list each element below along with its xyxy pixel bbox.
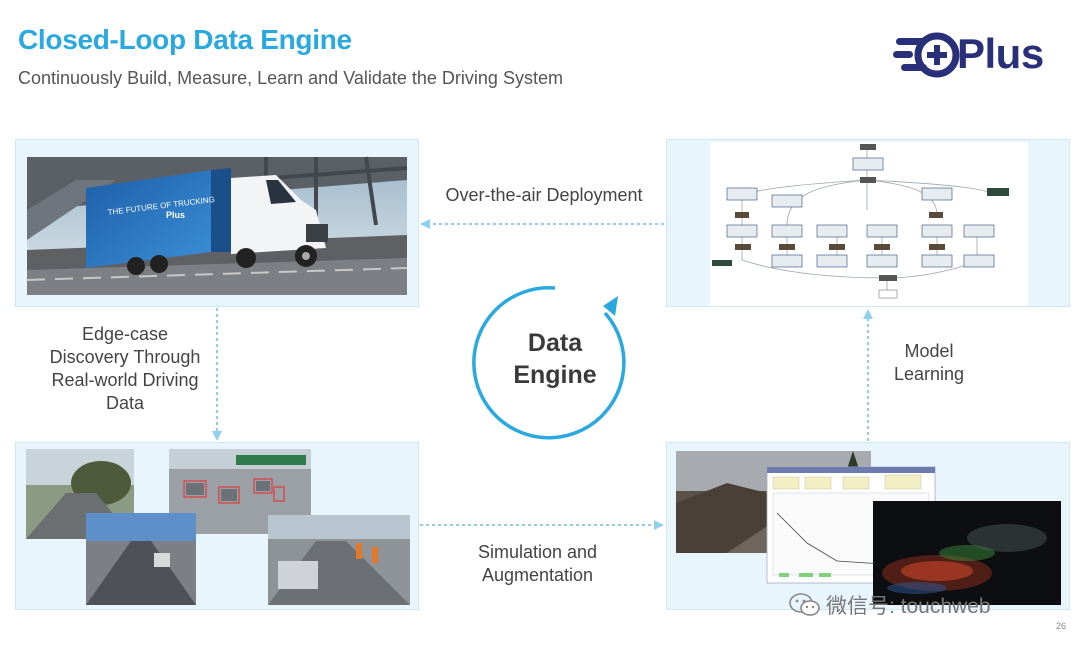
label-edge-case-discovery: Edge-case Discovery Through Real-world D… [30,323,220,415]
panel-simulation-screens [666,442,1070,610]
panel-real-world-driving: THE FUTURE OF TRUCKING Plus [15,139,419,307]
model-graph [710,142,1028,306]
slide-subtitle: Continuously Build, Measure, Learn and V… [18,68,563,88]
data-engine-label: Data Engine [494,327,616,391]
wechat-icon [789,593,820,616]
detection-boxes [183,478,285,504]
truck-cab [231,175,326,254]
plus-logo-text: Plus [957,30,1044,77]
arrow-model-head [863,309,873,319]
label-model-line2: Learning [893,364,965,384]
arrow-edge-case-head [212,431,222,441]
road-detection-photos [26,449,410,605]
truck-logo-text: Plus [166,210,185,220]
data-engine-line2: Engine [513,361,597,389]
label-edge-line1: Edge-case [81,324,169,344]
label-sim-line1: Simulation and [477,542,598,562]
label-simulation-augmentation: Simulation and Augmentation [455,541,620,587]
label-model-line1: Model [904,341,954,361]
page-number: 26 [1055,621,1066,631]
label-edge-line4: Data [105,393,145,413]
slide-title: Closed-Loop Data Engine [18,24,352,55]
arrow-ota-head [420,219,430,229]
truck-photo: THE FUTURE OF TRUCKING Plus [26,156,408,295]
ring-arrow-head [603,296,618,316]
panel-edge-case-photos [15,442,419,610]
data-engine-line1: Data [527,329,583,357]
lidar-points [882,524,1047,594]
label-sim-line2: Augmentation [481,565,594,585]
label-ota-deployment: Over-the-air Deployment [445,185,643,205]
panel-model-graph [666,139,1070,307]
plus-logo-icon [893,32,960,78]
truck-trailer [86,170,211,268]
wechat-id: 微信号: touchweb [826,595,991,618]
label-edge-line3: Real-world Driving [51,370,199,390]
simulation-screens [676,451,1061,605]
label-model-learning: Model Learning [880,340,978,386]
data-engine-ring [472,286,626,440]
graph-nodes [712,144,1009,299]
arrow-simulation-head [654,520,664,530]
label-edge-line2: Discovery Through [49,347,201,367]
